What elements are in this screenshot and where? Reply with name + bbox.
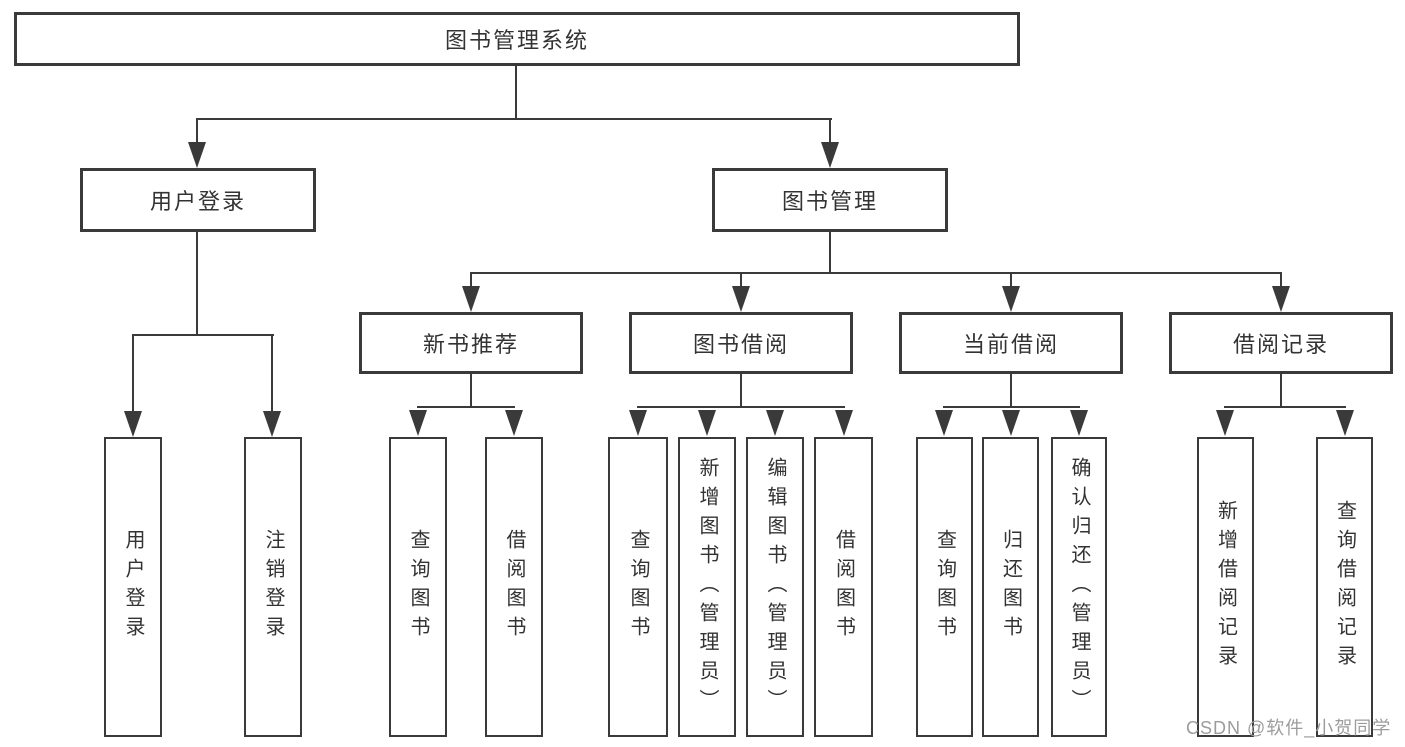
leaf-user-login: 用户登录 <box>104 437 162 737</box>
node-book-mgmt: 图书管理 <box>712 168 948 232</box>
leaf-br-add-record-label: 新增借阅记录 <box>1214 500 1237 674</box>
arrowhead-to-rec-query-books <box>409 410 427 436</box>
connector-user-left-drop-line <box>132 334 134 413</box>
connector-cb-stem-line <box>1010 374 1012 408</box>
leaf-rec-query-books: 查询图书 <box>389 437 447 737</box>
node-root: 图书管理系统 <box>14 12 1020 66</box>
arrowhead-to-user-login <box>188 142 206 168</box>
connector-mgmt-drop3-line <box>1010 272 1012 290</box>
connector-root-left-drop-line <box>196 118 198 146</box>
leaf-cb-confirm-return-admin: 确认归还（管理员） <box>1051 437 1107 737</box>
leaf-bb-query-books-label: 查询图书 <box>627 529 649 645</box>
node-borrow-records: 借阅记录 <box>1169 312 1393 374</box>
connector-user-right-drop-line <box>271 334 273 413</box>
connector-user-cross-line <box>132 334 274 336</box>
leaf-cb-return-books: 归还图书 <box>982 437 1039 737</box>
arrowhead-to-borrow-records <box>1272 286 1290 312</box>
connector-bb-stem-line <box>740 374 742 408</box>
leaf-bb-add-books-admin: 新增图书（管理员） <box>678 437 736 737</box>
node-new-book-rec: 新书推荐 <box>359 312 583 374</box>
leaf-rec-borrow-books-label: 借阅图书 <box>503 529 525 645</box>
node-current-borrow: 当前借阅 <box>899 312 1123 374</box>
connector-user-stem-line <box>196 232 198 336</box>
leaf-br-query-record: 查询借阅记录 <box>1316 437 1373 737</box>
node-new-book-rec-label: 新书推荐 <box>422 332 519 357</box>
leaf-bb-query-books: 查询图书 <box>608 437 668 737</box>
leaf-rec-borrow-books: 借阅图书 <box>485 437 543 737</box>
arrowhead-to-bb-edit-books <box>766 410 784 436</box>
connector-br-stem-line <box>1280 374 1282 408</box>
leaf-logout-label: 注销登录 <box>262 529 284 645</box>
arrowhead-to-leaf-user-login <box>124 411 142 437</box>
connector-rec-cross-line <box>417 406 515 408</box>
leaf-br-query-record-label: 查询借阅记录 <box>1333 500 1356 674</box>
leaf-br-add-record: 新增借阅记录 <box>1197 437 1254 737</box>
arrowhead-to-cb-return-books <box>1002 410 1020 436</box>
connector-mgmt-drop2-line <box>740 272 742 290</box>
leaf-logout: 注销登录 <box>244 437 302 737</box>
connector-root-stem-line <box>515 66 517 120</box>
leaf-cb-return-books-label: 归还图书 <box>999 529 1022 645</box>
connector-mgmt-stem-line <box>829 232 831 274</box>
connector-br-cross-line <box>1224 406 1346 408</box>
connector-root-cross-line <box>196 118 832 120</box>
node-book-borrow-label: 图书借阅 <box>692 332 789 357</box>
arrowhead-to-bb-borrow-books <box>835 410 853 436</box>
arrowhead-to-new-book-rec <box>462 286 480 312</box>
arrowhead-to-book-borrow <box>732 286 750 312</box>
leaf-bb-edit-books-admin-label: 编辑图书（管理员） <box>764 456 786 718</box>
arrowhead-to-br-query-record <box>1336 410 1354 436</box>
node-root-label: 图书管理系统 <box>444 28 589 53</box>
leaf-bb-borrow-books-label: 借阅图书 <box>832 529 855 645</box>
arrowhead-to-current-borrow <box>1002 286 1020 312</box>
node-book-borrow: 图书借阅 <box>629 312 853 374</box>
connector-mgmt-cross-line <box>470 272 1282 274</box>
arrowhead-to-leaf-logout <box>263 411 281 437</box>
connector-mgmt-drop1-line <box>470 272 472 290</box>
arrowhead-to-bb-query-books <box>629 410 647 436</box>
node-user-login-label: 用户登录 <box>149 189 246 214</box>
node-borrow-records-label: 借阅记录 <box>1232 332 1329 357</box>
leaf-cb-confirm-return-admin-label: 确认归还（管理员） <box>1068 456 1090 718</box>
node-user-login: 用户登录 <box>80 168 316 232</box>
connector-mgmt-drop4-line <box>1280 272 1282 290</box>
arrowhead-to-bb-add-books <box>698 410 716 436</box>
leaf-rec-query-books-label: 查询图书 <box>407 529 429 645</box>
leaf-cb-query-books: 查询图书 <box>916 437 973 737</box>
connector-bb-cross-line <box>637 406 845 408</box>
arrowhead-to-br-add-record <box>1216 410 1234 436</box>
node-current-borrow-label: 当前借阅 <box>962 332 1059 357</box>
leaf-user-login-label: 用户登录 <box>122 529 144 645</box>
connector-rec-stem-line <box>470 374 472 408</box>
leaf-bb-add-books-admin-label: 新增图书（管理员） <box>696 456 718 718</box>
arrowhead-to-cb-confirm-return <box>1070 410 1088 436</box>
arrowhead-to-book-mgmt <box>821 142 839 168</box>
node-book-mgmt-label: 图书管理 <box>781 189 878 214</box>
arrowhead-to-cb-query-books <box>935 410 953 436</box>
csdn-watermark: CSDN @软件_小贺同学 <box>1186 718 1392 738</box>
leaf-bb-edit-books-admin: 编辑图书（管理员） <box>746 437 804 737</box>
connector-root-right-drop-line <box>829 118 831 146</box>
leaf-bb-borrow-books: 借阅图书 <box>814 437 873 737</box>
arrowhead-to-rec-borrow-books <box>505 410 523 436</box>
connector-cb-cross-line <box>943 406 1080 408</box>
leaf-cb-query-books-label: 查询图书 <box>933 529 956 645</box>
